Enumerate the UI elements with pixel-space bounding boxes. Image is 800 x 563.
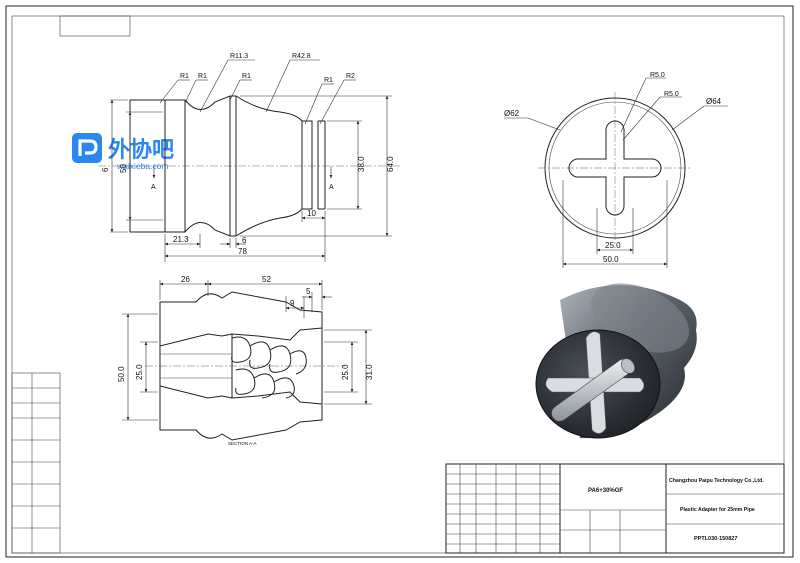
radius-label-1: R1 xyxy=(180,73,189,80)
logo-text: 外协吧 xyxy=(108,137,174,162)
end-view: R5.0 R5.0 Ø62 Ø64 25.0 50.0 xyxy=(504,72,728,268)
radius-label-2: R1 xyxy=(198,73,207,80)
section-dim-25-left: 25.0 xyxy=(135,364,144,380)
dim-length-6: 6 xyxy=(242,236,247,245)
radius-label-5: R42.8 xyxy=(292,53,311,60)
end-diameter-62: Ø62 xyxy=(504,109,520,118)
section-dim-31: 31.0 xyxy=(365,364,374,380)
front-view: A A R1 R1 R11.3 R1 R42.8 R1 R2 6 50 xyxy=(98,53,400,262)
section-thread xyxy=(231,336,307,399)
dim-diameter-64: 64.0 xyxy=(386,156,395,172)
section-dim-9: 9 xyxy=(290,299,295,308)
section-dim-26: 26 xyxy=(181,275,190,284)
cross-slot xyxy=(568,120,662,216)
isometric-render xyxy=(535,283,697,439)
dim-length-21-3: 21.3 xyxy=(173,235,189,244)
section-mark-left: A xyxy=(151,184,156,191)
radius-label-6: R1 xyxy=(324,77,333,84)
front-profile xyxy=(129,95,313,237)
title-drawing-no: PPTL030-150827 xyxy=(694,536,737,542)
sheet-frame xyxy=(5,5,794,558)
dim-length-78: 78 xyxy=(238,247,247,256)
dim-length-10: 10 xyxy=(307,209,316,218)
section-mark-right: A xyxy=(329,184,334,191)
title-company: Changzhou Paipu Technology Co.,Ltd. xyxy=(669,478,764,484)
end-diameter-64: Ø64 xyxy=(706,97,722,106)
section-top-wall xyxy=(159,291,323,347)
dim-diameter-50: 50 xyxy=(119,164,128,173)
section-dim-52: 52 xyxy=(262,275,271,284)
title-part-name: Plastic Adapter for 25mm Pipe xyxy=(680,507,755,513)
end-width-50: 50.0 xyxy=(603,255,619,264)
dim-diameter-6: 6 xyxy=(101,167,110,172)
title-material: PA6+30%GF xyxy=(588,488,623,494)
section-dim-5: 5 xyxy=(306,287,311,296)
dim-diameter-38: 38.0 xyxy=(357,156,366,172)
radius-label-7: R2 xyxy=(346,73,355,80)
section-view: SECTION A-A 26 52 9 5 50.0 25.0 25.0 xyxy=(117,275,374,446)
section-caption: SECTION A-A xyxy=(228,441,257,446)
end-width-25: 25.0 xyxy=(605,241,621,250)
section-dim-25-right: 25.0 xyxy=(341,364,350,380)
end-radius-2: R5.0 xyxy=(664,91,679,98)
radius-label-4: R1 xyxy=(242,73,251,80)
radius-label-3: R11.3 xyxy=(230,53,248,60)
end-radius-1: R5.0 xyxy=(650,72,665,79)
revision-strip xyxy=(11,372,61,554)
section-bottom-wall xyxy=(159,385,323,441)
title-block: PA6+30%GF Changzhou Paipu Technology Co.… xyxy=(445,463,785,554)
section-dim-50: 50.0 xyxy=(117,366,126,382)
corner-box xyxy=(59,15,131,37)
